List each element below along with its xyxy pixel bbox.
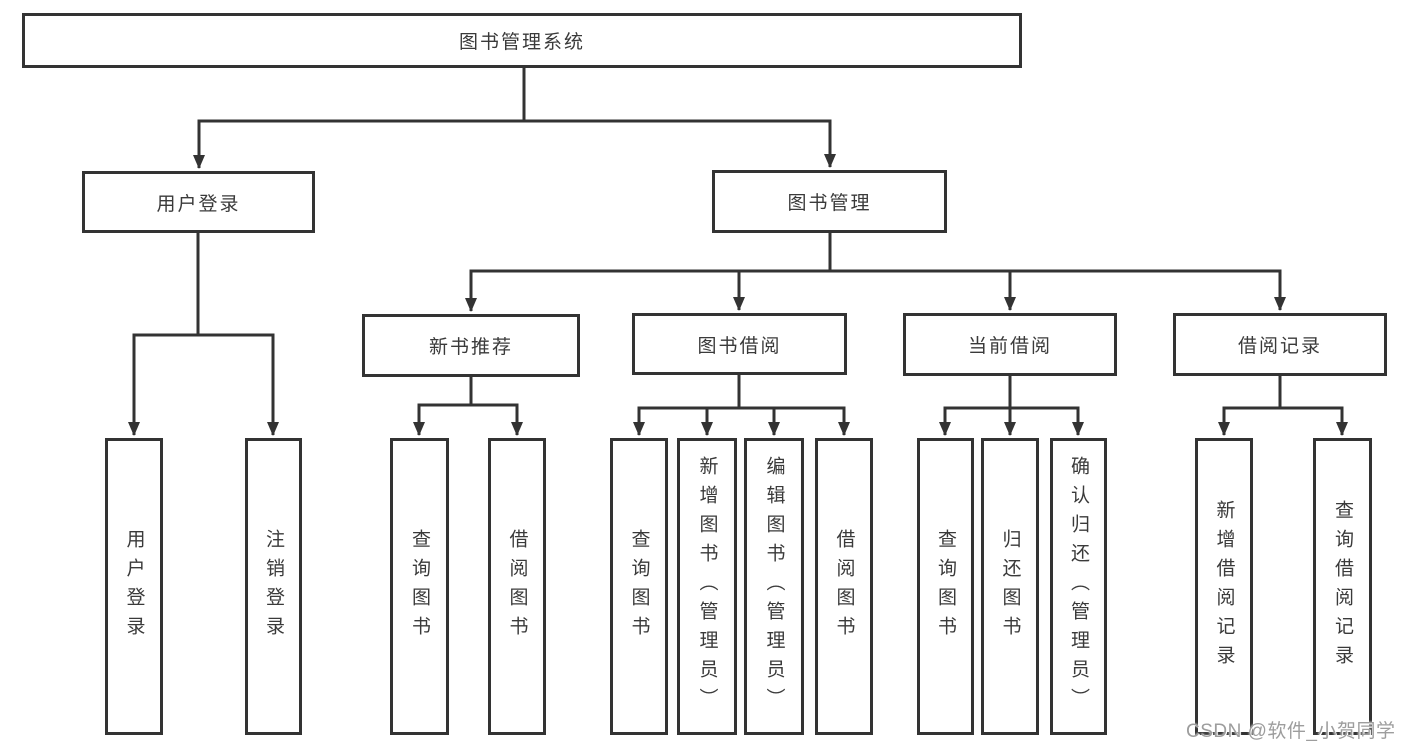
node-label: 图书借阅 xyxy=(697,335,782,357)
leaf-add-book-admin: 新增图书（管理员） xyxy=(677,438,737,735)
node-label: 借阅记录 xyxy=(1237,336,1322,357)
leaf-label: 新增借阅记录 xyxy=(1213,499,1235,674)
leaf-query-borrow-record: 查询借阅记录 xyxy=(1313,438,1372,735)
node-label: 当前借阅 xyxy=(967,336,1052,357)
node-label: 图书管理系统 xyxy=(458,32,585,53)
node-user-login: 用户登录 xyxy=(82,171,315,233)
leaf-query-books-borrowing: 查询图书 xyxy=(610,438,668,735)
node-new-book-recommend: 新书推荐 xyxy=(362,314,580,377)
node-book-borrowing: 图书借阅 xyxy=(632,313,847,375)
leaf-borrow-books-borrowing: 借阅图书 xyxy=(815,438,873,735)
leaf-label: 确认归还（管理员） xyxy=(1068,456,1089,717)
leaf-label: 注销登录 xyxy=(263,528,284,645)
leaf-query-books-recommend: 查询图书 xyxy=(390,438,449,735)
leaf-label: 归还图书 xyxy=(999,528,1021,645)
leaf-label: 查询借阅记录 xyxy=(1332,499,1353,674)
leaf-label: 借阅图书 xyxy=(833,528,855,645)
node-book-management: 图书管理 xyxy=(712,170,947,233)
leaf-borrow-books-recommend: 借阅图书 xyxy=(488,438,546,735)
leaf-label: 借阅图书 xyxy=(506,528,528,645)
leaf-return-book: 归还图书 xyxy=(981,438,1039,735)
leaf-label: 查询图书 xyxy=(628,528,650,645)
leaf-label: 编辑图书（管理员） xyxy=(763,456,785,717)
csdn-watermark: CSDN @软件_小贺同学 xyxy=(1186,721,1396,742)
node-label: 用户登录 xyxy=(156,193,241,215)
node-current-borrowing: 当前借阅 xyxy=(903,313,1117,376)
leaf-query-books-current: 查询图书 xyxy=(917,438,974,735)
leaf-add-borrow-record: 新增借阅记录 xyxy=(1195,438,1253,735)
leaf-label: 查询图书 xyxy=(935,528,956,645)
leaf-logout: 注销登录 xyxy=(245,438,302,735)
leaf-label: 新增图书（管理员） xyxy=(696,456,718,717)
node-borrowing-records: 借阅记录 xyxy=(1173,313,1387,376)
node-library-management-system: 图书管理系统 xyxy=(22,13,1022,68)
node-label: 新书推荐 xyxy=(428,337,513,358)
leaf-label: 用户登录 xyxy=(123,528,145,645)
node-label: 图书管理 xyxy=(787,193,872,214)
leaf-confirm-return-admin: 确认归还（管理员） xyxy=(1050,438,1107,735)
leaf-label: 查询图书 xyxy=(409,528,430,645)
leaf-user-login: 用户登录 xyxy=(105,438,163,735)
leaf-edit-book-admin: 编辑图书（管理员） xyxy=(744,438,804,735)
